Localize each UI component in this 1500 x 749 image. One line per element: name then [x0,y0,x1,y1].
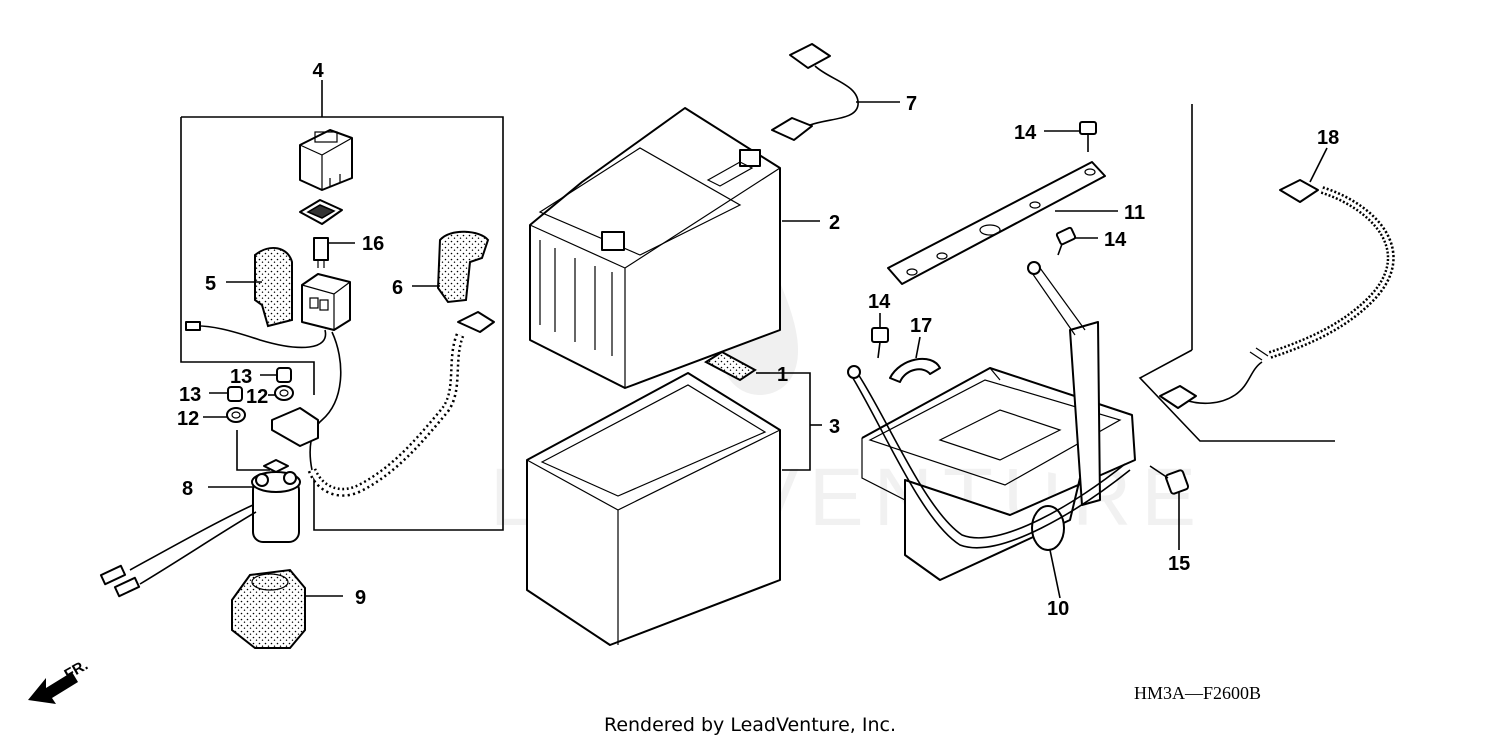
battery-stay-part [887,161,1106,285]
terminal-cap-6-part [436,230,490,304]
callout-8: 8 [182,478,193,500]
callout-13-upper: 13 [230,366,252,388]
callout-4: 4 [312,60,324,82]
negative-cable-part [771,43,859,141]
callout-13-lower: 13 [179,384,201,406]
callout-10: 10 [1047,598,1069,620]
cable-clip-part [889,358,941,383]
callout-5: 5 [205,273,216,295]
nut-12-upper-part [274,385,294,401]
positive-cable-part [271,311,495,497]
callout-17: 17 [910,315,932,337]
callout-6: 6 [392,277,403,299]
relay-connector-part [301,273,351,331]
nut-13-upper-part [276,367,292,383]
callout-2: 2 [829,212,840,234]
callout-15: 15 [1168,553,1190,575]
group-4-bracket [180,80,504,531]
bolt-15-part [1149,465,1190,495]
starter-solenoid-part [99,459,301,598]
terminal-cap-5-part [254,246,293,328]
nut-13-lower-part [227,386,243,402]
callout-1: 1 [777,364,788,386]
callout-14-left: 14 [868,291,891,313]
bolt-14-top-part [1079,121,1097,152]
battery-box-part [526,372,781,646]
callout-14-top: 14 [1014,122,1037,144]
bolt-14-mid-part [1055,226,1077,256]
battery-tray-part [847,261,1136,581]
leader-lines [203,101,1328,599]
callout-9: 9 [355,587,366,609]
nut-12-lower-part [226,407,246,423]
callout-16: 16 [362,233,384,255]
callout-7: 7 [906,93,917,115]
front-arrow-icon [28,672,78,704]
battery-part [529,107,781,389]
callout-3: 3 [829,416,840,438]
callout-12-lower: 12 [177,408,199,430]
solenoid-cover-part [231,568,306,649]
battery-pad-part [703,350,757,382]
callout-18: 18 [1317,127,1339,149]
footer-credit: Rendered by LeadVenture, Inc. [603,714,897,736]
callout-12-upper: 12 [246,386,268,408]
callout-14-mid: 14 [1104,229,1127,251]
rubber-seal-part [299,199,343,225]
starter-relay-part [299,129,353,191]
callout-11: 11 [1124,202,1145,224]
fuse-part [313,237,329,268]
bolt-14-left-part [871,327,889,359]
diagram-code: HM3A—F2600B [1134,683,1261,703]
wire-harness-part [1138,104,1395,442]
